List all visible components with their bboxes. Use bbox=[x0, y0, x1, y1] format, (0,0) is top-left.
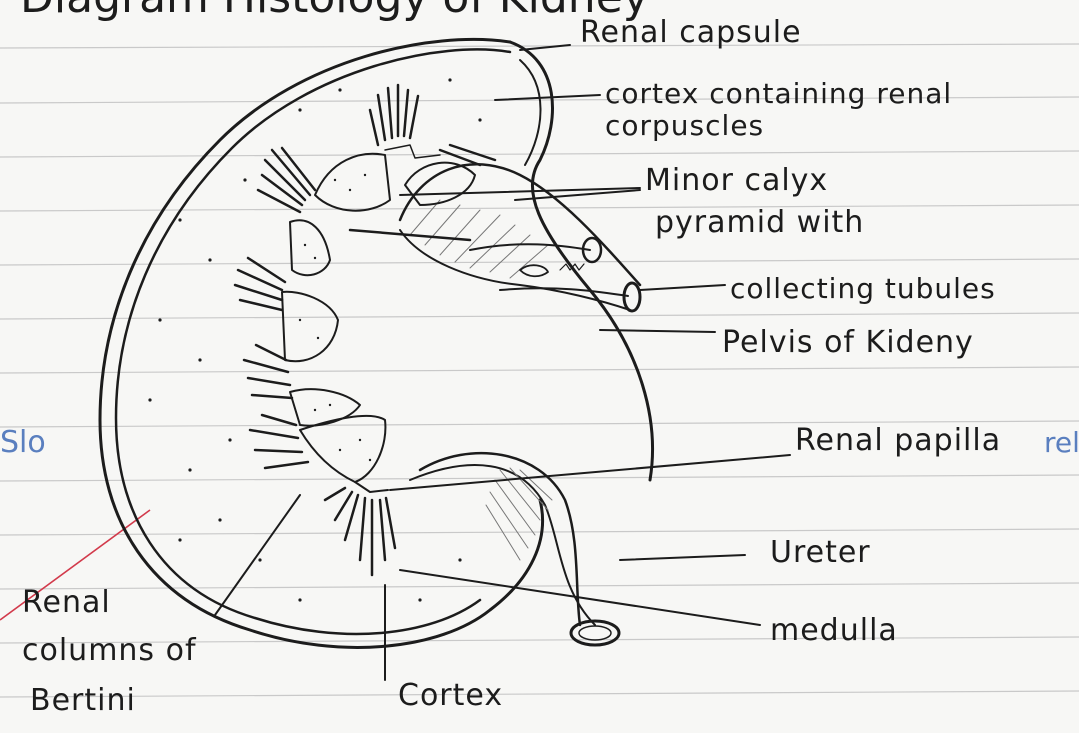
label-pyramid-with: pyramid with bbox=[655, 205, 864, 240]
ruled-lines bbox=[0, 44, 1079, 697]
page-title-fragment: Diagram Histology of Kidney bbox=[20, 0, 649, 23]
renal-pelvis bbox=[400, 164, 640, 285]
margin-fragment-left: Slo bbox=[0, 425, 46, 460]
collecting-tubule-1 bbox=[470, 244, 590, 250]
label-renal-capsule: Renal capsule bbox=[580, 15, 802, 50]
label-cortex-line1: cortex containing renal bbox=[605, 77, 952, 110]
label-minor-calyx: Minor calyx bbox=[645, 163, 828, 198]
pyramid-1 bbox=[315, 154, 390, 211]
minor-calyx-cup bbox=[405, 163, 475, 205]
label-medulla: medulla bbox=[770, 613, 898, 648]
label-renal-papilla: Renal papilla bbox=[795, 423, 1001, 458]
striation-fans bbox=[235, 85, 495, 575]
label-cortex-line2: corpuscles bbox=[605, 109, 764, 142]
label-renal-columns-1: Renal bbox=[22, 585, 111, 620]
renal-capsule-inner bbox=[116, 49, 510, 634]
collecting-tubule-opening bbox=[624, 283, 640, 311]
pyramid-5 bbox=[300, 416, 385, 482]
label-cortex-bottom: Cortex bbox=[398, 678, 503, 713]
margin-fragment-right: rel bbox=[1044, 426, 1079, 459]
pyramid-3 bbox=[282, 292, 338, 361]
label-renal-columns-2: columns of bbox=[22, 633, 197, 668]
hilum-inner bbox=[520, 60, 541, 165]
label-ureter: Ureter bbox=[770, 535, 871, 570]
label-renal-columns-3: Bertini bbox=[30, 683, 136, 718]
label-collecting-tubules: collecting tubules bbox=[730, 272, 996, 305]
pyramid-2 bbox=[290, 220, 330, 275]
label-pelvis: Pelvis of Kideny bbox=[722, 325, 974, 360]
renal-papilla-tip bbox=[355, 482, 388, 492]
cortex-stipple bbox=[148, 78, 481, 601]
pyramid-4 bbox=[290, 389, 360, 425]
renal-capsule-outline bbox=[100, 39, 543, 647]
